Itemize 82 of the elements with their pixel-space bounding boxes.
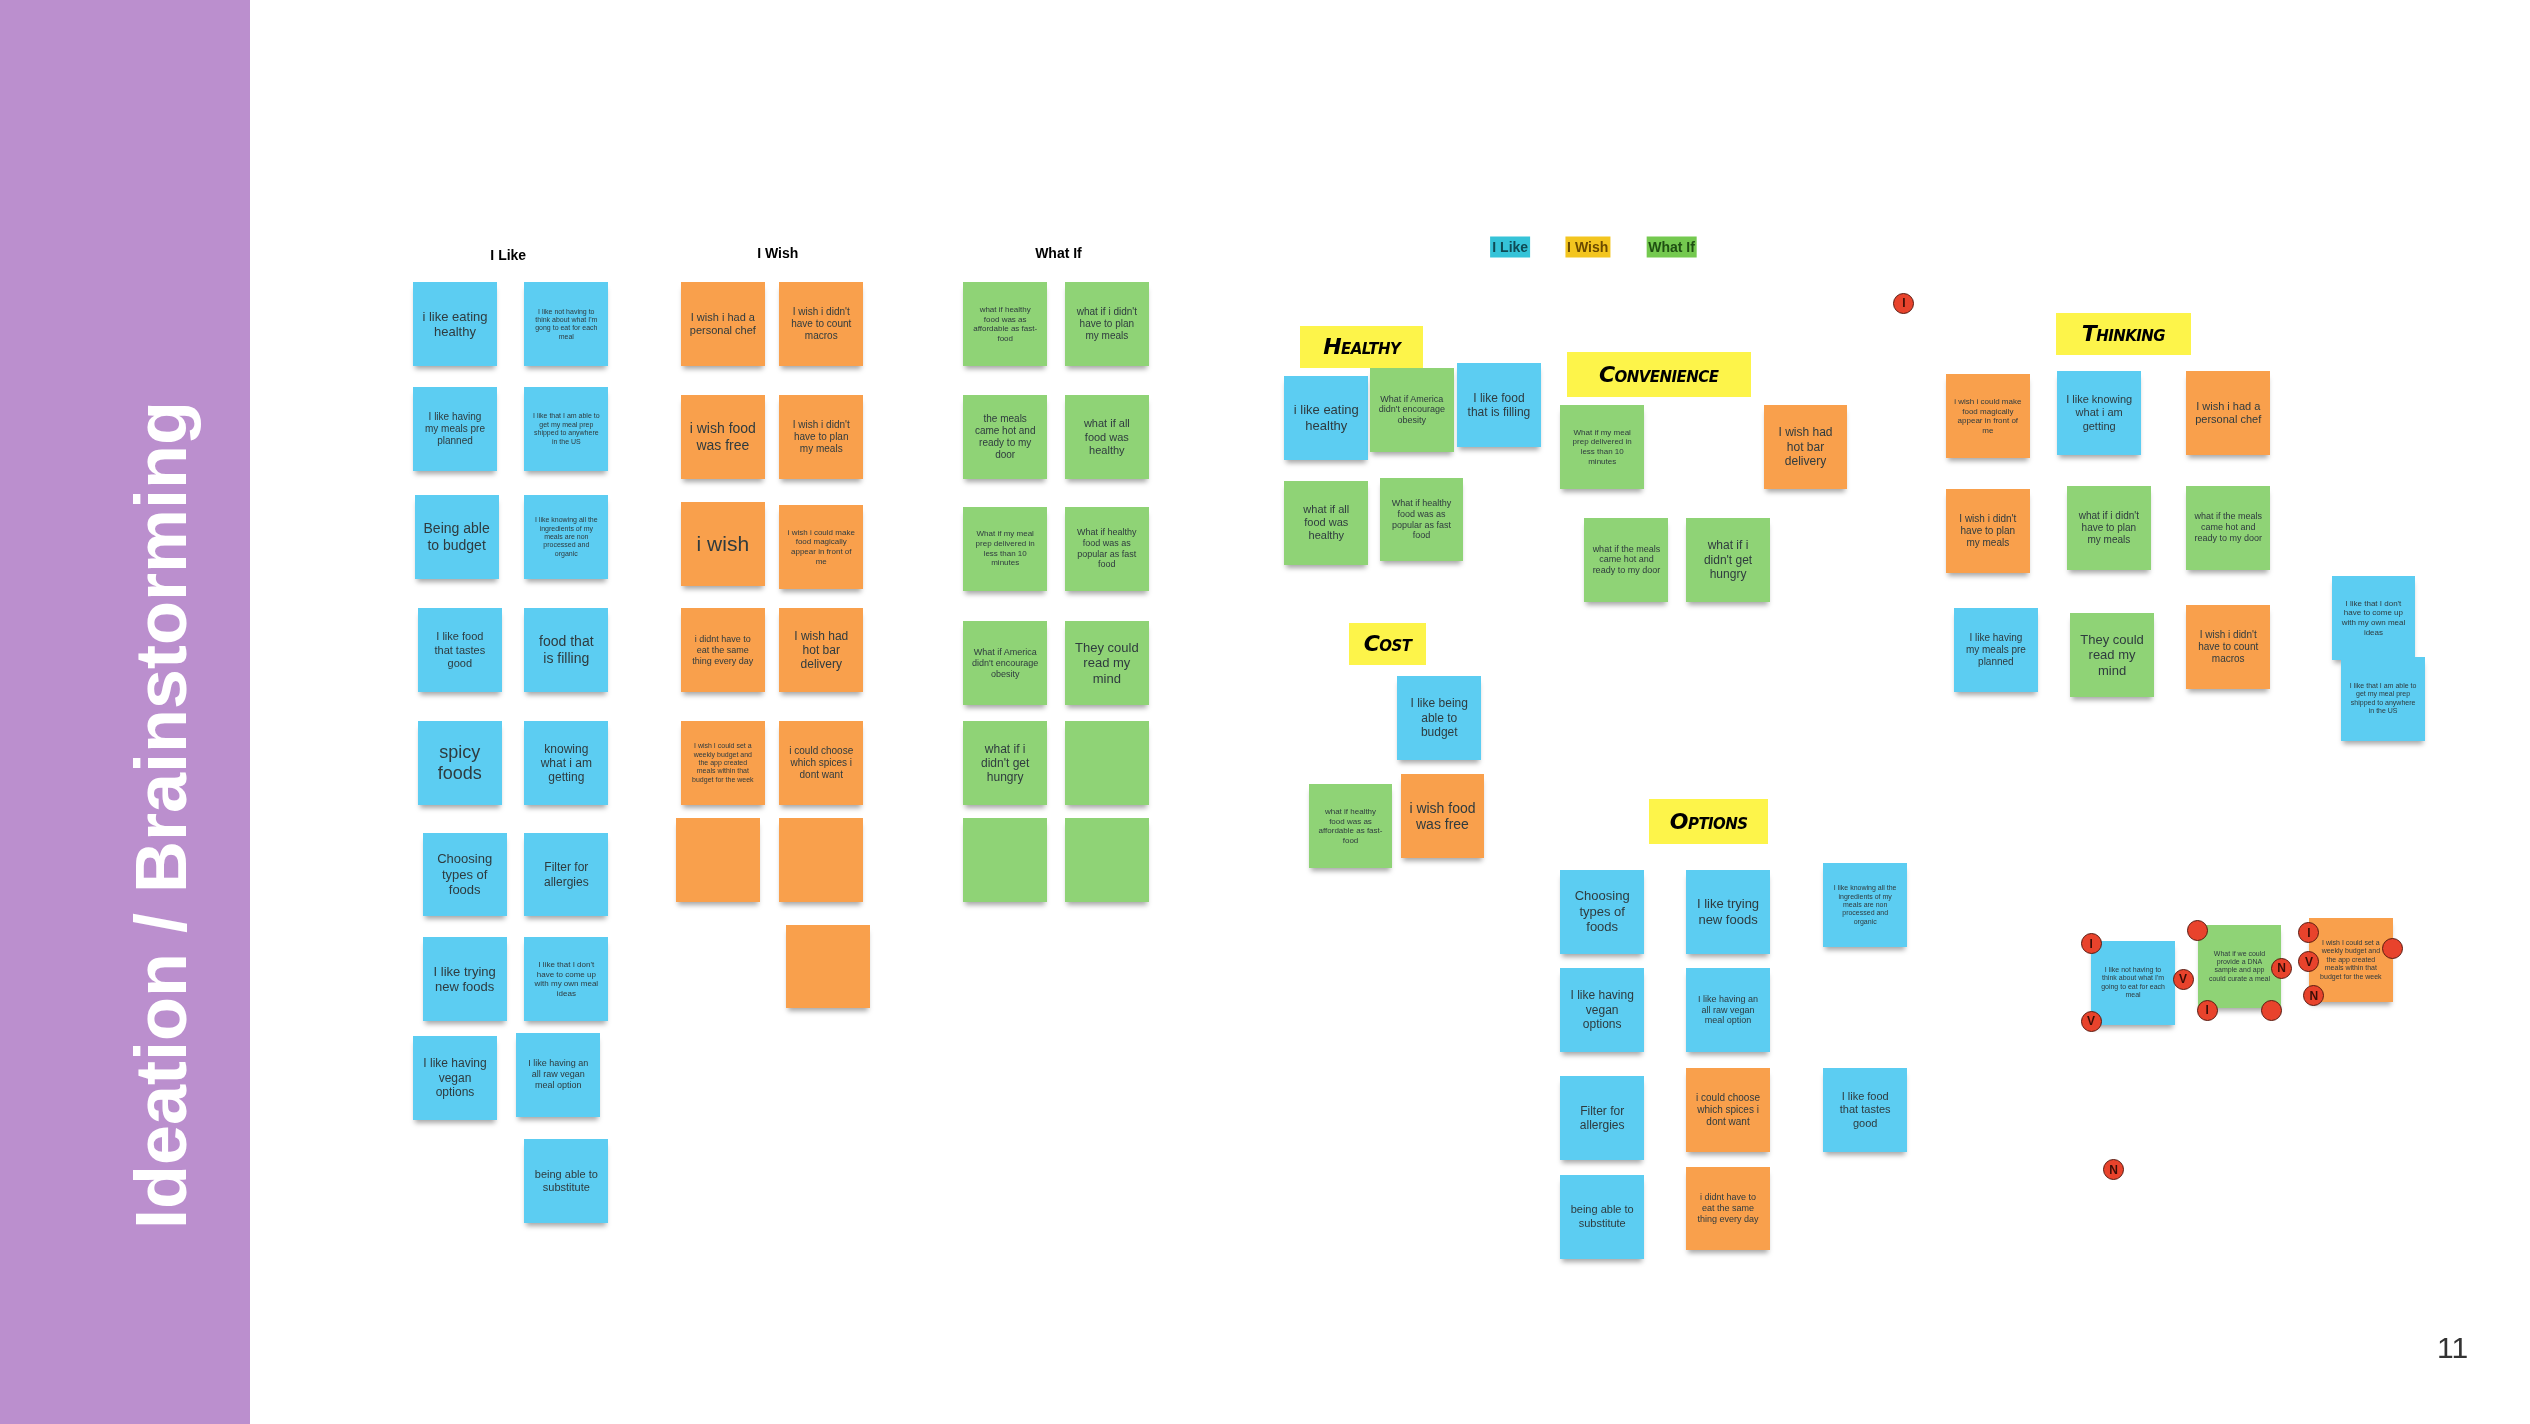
sticky-note: I like food that is filling bbox=[1457, 363, 1541, 447]
sticky-note: They could read my mind bbox=[2070, 613, 2154, 697]
sticky-note: Filter for allergies bbox=[524, 832, 609, 917]
sticky-note: what if the meals came hot and ready to my door bbox=[2186, 485, 2271, 570]
sticky-note: I like knowing what i am getting bbox=[2057, 371, 2142, 455]
sticky-note: I like that I don't have to come up with my own meal ideas bbox=[524, 937, 609, 1022]
sticky-note: what if all food was healthy bbox=[1064, 395, 1149, 480]
sticky-note: i wish food was free bbox=[1400, 774, 1485, 859]
sticky-note: i wish food was free bbox=[680, 395, 765, 480]
sticky-note: I like having an all raw vegan meal option bbox=[1686, 968, 1770, 1052]
sticky-note: i like eating healthy bbox=[1284, 375, 1369, 460]
sticky-note bbox=[1064, 818, 1149, 902]
sticky-note: i wish i could make food magically appear in front of me bbox=[779, 505, 864, 589]
sticky-note: I wish i didn't have to count macros bbox=[2186, 605, 2271, 689]
sticky-note: I like having vegan options bbox=[1560, 968, 1645, 1052]
sticky-note: what if healthy food was as affordable as fast-food bbox=[1308, 784, 1393, 869]
sticky-note: what if the meals came hot and ready to my door bbox=[1584, 517, 1669, 602]
sticky-note: I like that I don't have to come up with my own meal ideas bbox=[2331, 576, 2416, 660]
category-heading: Options bbox=[1649, 798, 1769, 844]
sticky-note: what if all food was healthy bbox=[1284, 480, 1369, 565]
sticky-note: I wish i didn't have to plan my meals bbox=[779, 395, 864, 480]
sticky-note: I like having an all raw vegan meal option bbox=[516, 1032, 601, 1117]
sticky-note: I like food that tastes good bbox=[1823, 1068, 1908, 1152]
sticky-note: Filter for allergies bbox=[1560, 1076, 1645, 1161]
sticky-note: i could choose which spices i dont want bbox=[1686, 1068, 1770, 1152]
sticky-note: knowing what i am getting bbox=[524, 721, 609, 806]
column-heading: What If bbox=[1035, 243, 1082, 263]
legend-label: What If bbox=[1646, 236, 1697, 258]
sticky-note: spicy foods bbox=[417, 721, 502, 806]
sticky-note: i didnt have to eat the same thing every day bbox=[680, 608, 765, 693]
sticky-note: I wish i had a personal chef bbox=[2186, 371, 2271, 455]
sticky-note bbox=[963, 818, 1048, 902]
sticky-note: i like eating healthy bbox=[413, 282, 497, 367]
sticky-note: I like food that tastes good bbox=[417, 608, 502, 693]
sticky-note: I like trying new foods bbox=[1686, 869, 1770, 954]
sticky-note: I wish i didn't have to count macros bbox=[779, 282, 864, 367]
sticky-note: I like having my meals pre planned bbox=[1953, 608, 2038, 693]
sticky-note: what if i didn't have to plan my meals bbox=[2066, 485, 2151, 570]
sticky-note: I like trying new foods bbox=[422, 937, 507, 1022]
sticky-note: They could read my mind bbox=[1064, 621, 1149, 706]
sticky-note: What if my meal prep delivered in less than 10 minutes bbox=[1560, 405, 1645, 489]
sticky-note: I wish had hot bar delivery bbox=[1763, 405, 1848, 489]
category-heading: Healthy bbox=[1300, 325, 1424, 368]
sticky-note: what if i didn't get hungry bbox=[1686, 517, 1770, 602]
sticky-note: What if America didn't encourage obesity bbox=[1369, 367, 1454, 452]
sticky-note: What if my meal prep delivered in less than 10 minutes bbox=[963, 506, 1048, 591]
column-heading: I Like bbox=[490, 245, 527, 265]
sticky-note: being able to substitute bbox=[1560, 1174, 1645, 1259]
sticky-note: the meals came hot and ready to my door bbox=[963, 395, 1048, 480]
sticky-note: Being able to budget bbox=[414, 495, 499, 580]
category-heading: Cost bbox=[1348, 622, 1427, 665]
category-heading: Convenience bbox=[1566, 351, 1751, 397]
sticky-note: what if i didn't have to plan my meals bbox=[1064, 282, 1149, 367]
category-heading: Thinking bbox=[2055, 313, 2192, 355]
sticky-note bbox=[779, 818, 864, 902]
sticky-note: What if America didn't encourage obesity bbox=[963, 621, 1048, 706]
slide-title: Ideation / Brainstorming bbox=[120, 400, 202, 1230]
sticky-note: I like having vegan options bbox=[413, 1035, 497, 1120]
sticky-note: I wish i didn't have to plan my meals bbox=[1945, 488, 2030, 573]
sticky-note bbox=[785, 924, 870, 1009]
sticky-note: I like being able to budget bbox=[1397, 676, 1482, 760]
sticky-note: i could choose which spices i dont want bbox=[779, 721, 864, 806]
sticky-note: What if healthy food was as popular as fast food bbox=[1379, 477, 1464, 562]
sticky-note: Choosing types of foods bbox=[1560, 869, 1645, 954]
sticky-note bbox=[676, 818, 760, 902]
legend-label: I Like bbox=[1490, 236, 1531, 258]
sticky-note: what if healthy food was as affordable as fast-food bbox=[963, 282, 1048, 367]
column-heading: I Wish bbox=[757, 243, 799, 263]
sticky-note: what if i didn't get hungry bbox=[963, 721, 1048, 806]
sticky-note: I wish i had a personal chef bbox=[680, 282, 765, 367]
sticky-note: i didnt have to eat the same thing every day bbox=[1686, 1166, 1770, 1251]
sticky-note: i wish i could make food magically appear in front of me bbox=[1945, 374, 2030, 459]
sticky-note: What if healthy food was as popular as fast food bbox=[1064, 506, 1149, 591]
legend-label: I Wish bbox=[1565, 236, 1611, 258]
page-number: 11 bbox=[2436, 1329, 2469, 1366]
sticky-note: Choosing types of foods bbox=[422, 832, 507, 917]
sticky-note: I wish had hot bar delivery bbox=[779, 608, 864, 693]
sticky-note: food that is filling bbox=[524, 608, 609, 693]
sticky-note: i wish bbox=[680, 501, 765, 586]
sticky-note bbox=[1064, 721, 1149, 806]
sticky-note: being able to substitute bbox=[524, 1139, 609, 1223]
sticky-note: I like having my meals pre planned bbox=[413, 387, 497, 472]
